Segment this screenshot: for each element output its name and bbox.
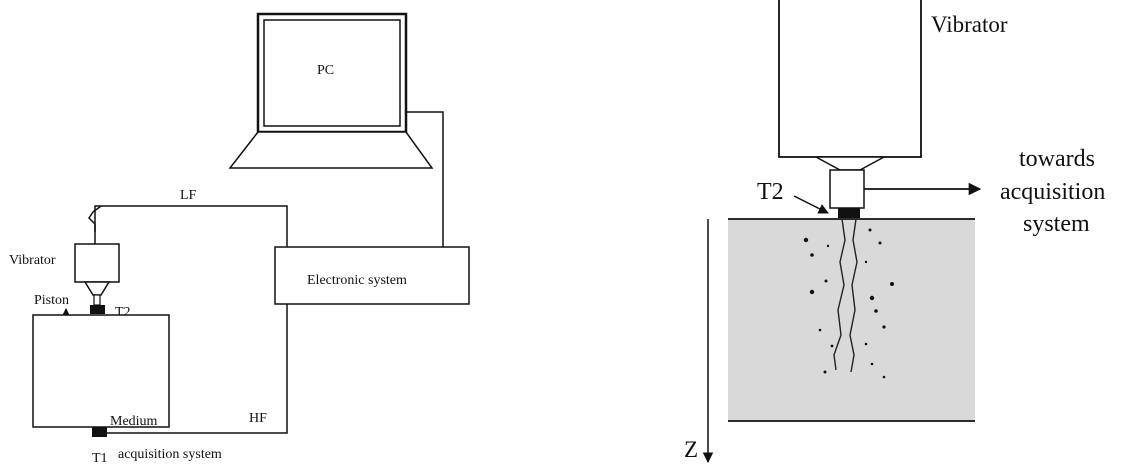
piston-rod — [93, 294, 101, 306]
lf-label: LF — [180, 188, 197, 203]
t2-sensor — [90, 305, 105, 314]
towards-line1: towards — [1019, 146, 1095, 172]
right-vibrator-body — [778, 0, 922, 158]
crack-left-edge — [833, 218, 846, 371]
right-vibrator-cone — [815, 156, 885, 171]
right-medium-region — [728, 219, 975, 421]
t2-pointer-arrow — [793, 195, 829, 214]
right-vibrator-label: Vibrator — [931, 12, 1008, 37]
hf-wire — [106, 304, 288, 434]
medium-box — [32, 314, 170, 428]
pc-keyboard-base — [228, 131, 434, 169]
vibrator-label: Vibrator — [9, 253, 56, 268]
electronic-system-label: Electronic system — [307, 273, 407, 288]
hf-label: HF — [249, 411, 267, 426]
t1-sensor — [92, 427, 107, 437]
right-t2-sensor — [838, 208, 860, 218]
piston-label: Piston — [34, 293, 69, 308]
left-panel: PC Electronic system LF HF Vibrator T2 P… — [9, 12, 470, 466]
pc-label: PC — [317, 63, 334, 78]
vibrator-cone — [83, 281, 111, 296]
acquisition-system-label: acquisition system — [118, 447, 222, 462]
right-sensor-box — [829, 169, 865, 209]
crack-right-edge — [849, 218, 858, 373]
vibrator-body — [74, 243, 120, 283]
lf-wire — [94, 205, 288, 247]
right-panel: Vibrator towards acquisition system T2 — [684, 0, 1105, 464]
pc-to-electronics-wire — [406, 111, 444, 247]
medium-label: Medium — [110, 414, 158, 429]
vibrator-connector-squiggle — [88, 205, 102, 232]
t1-label: T1 — [92, 451, 108, 466]
towards-line2: acquisition — [1000, 179, 1105, 205]
pc-laptop: PC — [228, 12, 434, 169]
particles — [803, 228, 894, 379]
electronic-system-box — [274, 246, 470, 305]
right-t2-label: T2 — [757, 179, 784, 205]
towards-line3: system — [1023, 211, 1090, 237]
pc-screen-inner — [263, 19, 401, 127]
z-axis-label: Z — [684, 437, 698, 462]
